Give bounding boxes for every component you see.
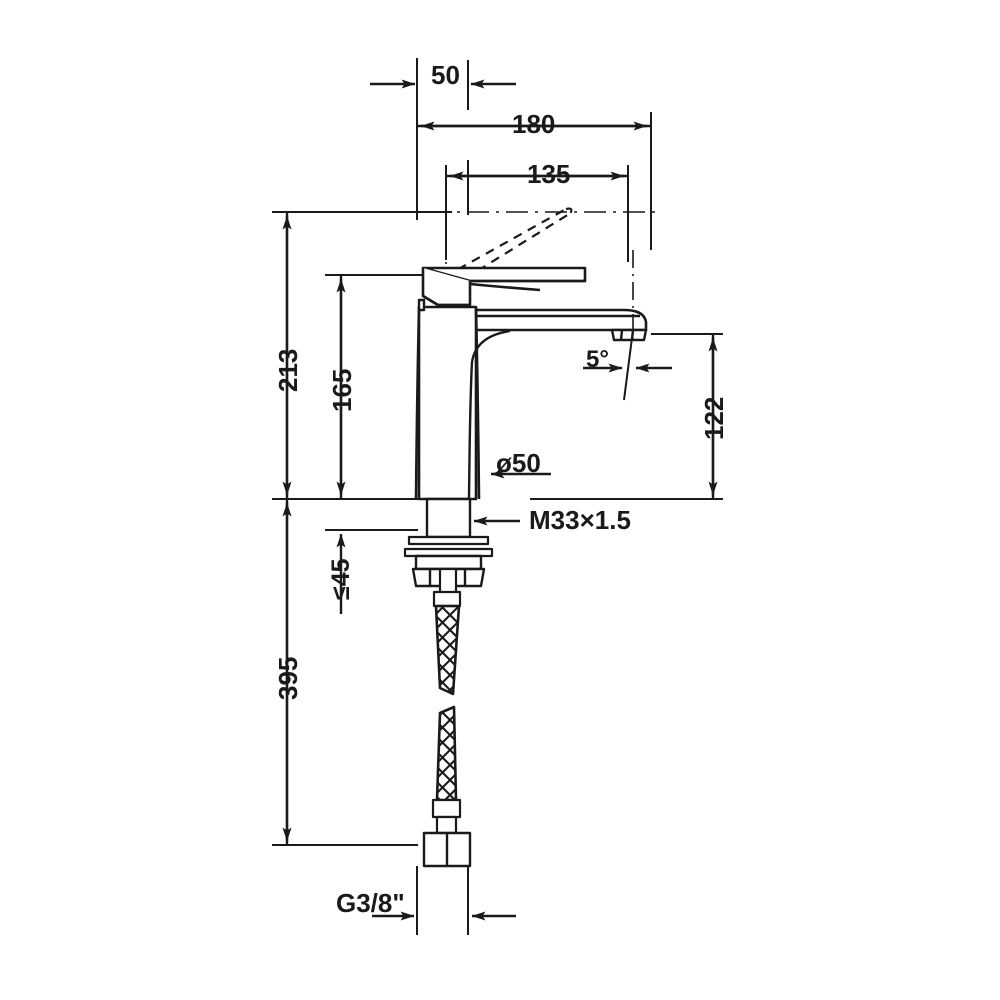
dim-label-body-diameter: ø50 — [496, 448, 541, 478]
hose-ferrule-bottom — [431, 798, 462, 835]
dim-label-spout-reach: 135 — [527, 159, 571, 189]
threaded-shank — [425, 497, 472, 539]
dim-label-aerator-angle: 5° — [586, 346, 609, 373]
dim-label-spout-offset: 50 — [431, 60, 460, 90]
dim-label-overall-width: 180 — [512, 109, 556, 139]
mounting-washers — [403, 535, 494, 558]
dim-label-max-counter-thickness: ≤45 — [327, 558, 355, 600]
dimension-lines — [282, 79, 718, 921]
handle-collar — [417, 298, 426, 312]
faucet-body-column — [414, 305, 481, 501]
dim-label-thread: M33×1.5 — [529, 505, 631, 535]
faucet-geometry — [272, 207, 660, 868]
dim-label-spout-height: 122 — [699, 396, 729, 440]
braided-hose-lower — [435, 705, 458, 802]
dim-label-hose-length: 395 — [273, 656, 303, 700]
hose-coupling-nut — [422, 831, 472, 868]
dimension-extension-lines — [272, 58, 723, 935]
lever-handle — [421, 266, 587, 307]
aerator-angle-line — [623, 329, 634, 401]
dim-label-hose-thread: G3/8" — [336, 888, 405, 918]
dim-label-handle-height: 165 — [327, 368, 357, 412]
dim-label-overall-height: 213 — [273, 348, 303, 392]
aerator — [610, 328, 648, 342]
braided-hose-upper — [434, 604, 461, 696]
body-spout-transition — [467, 329, 511, 500]
hose-ferrule-top — [432, 590, 462, 608]
